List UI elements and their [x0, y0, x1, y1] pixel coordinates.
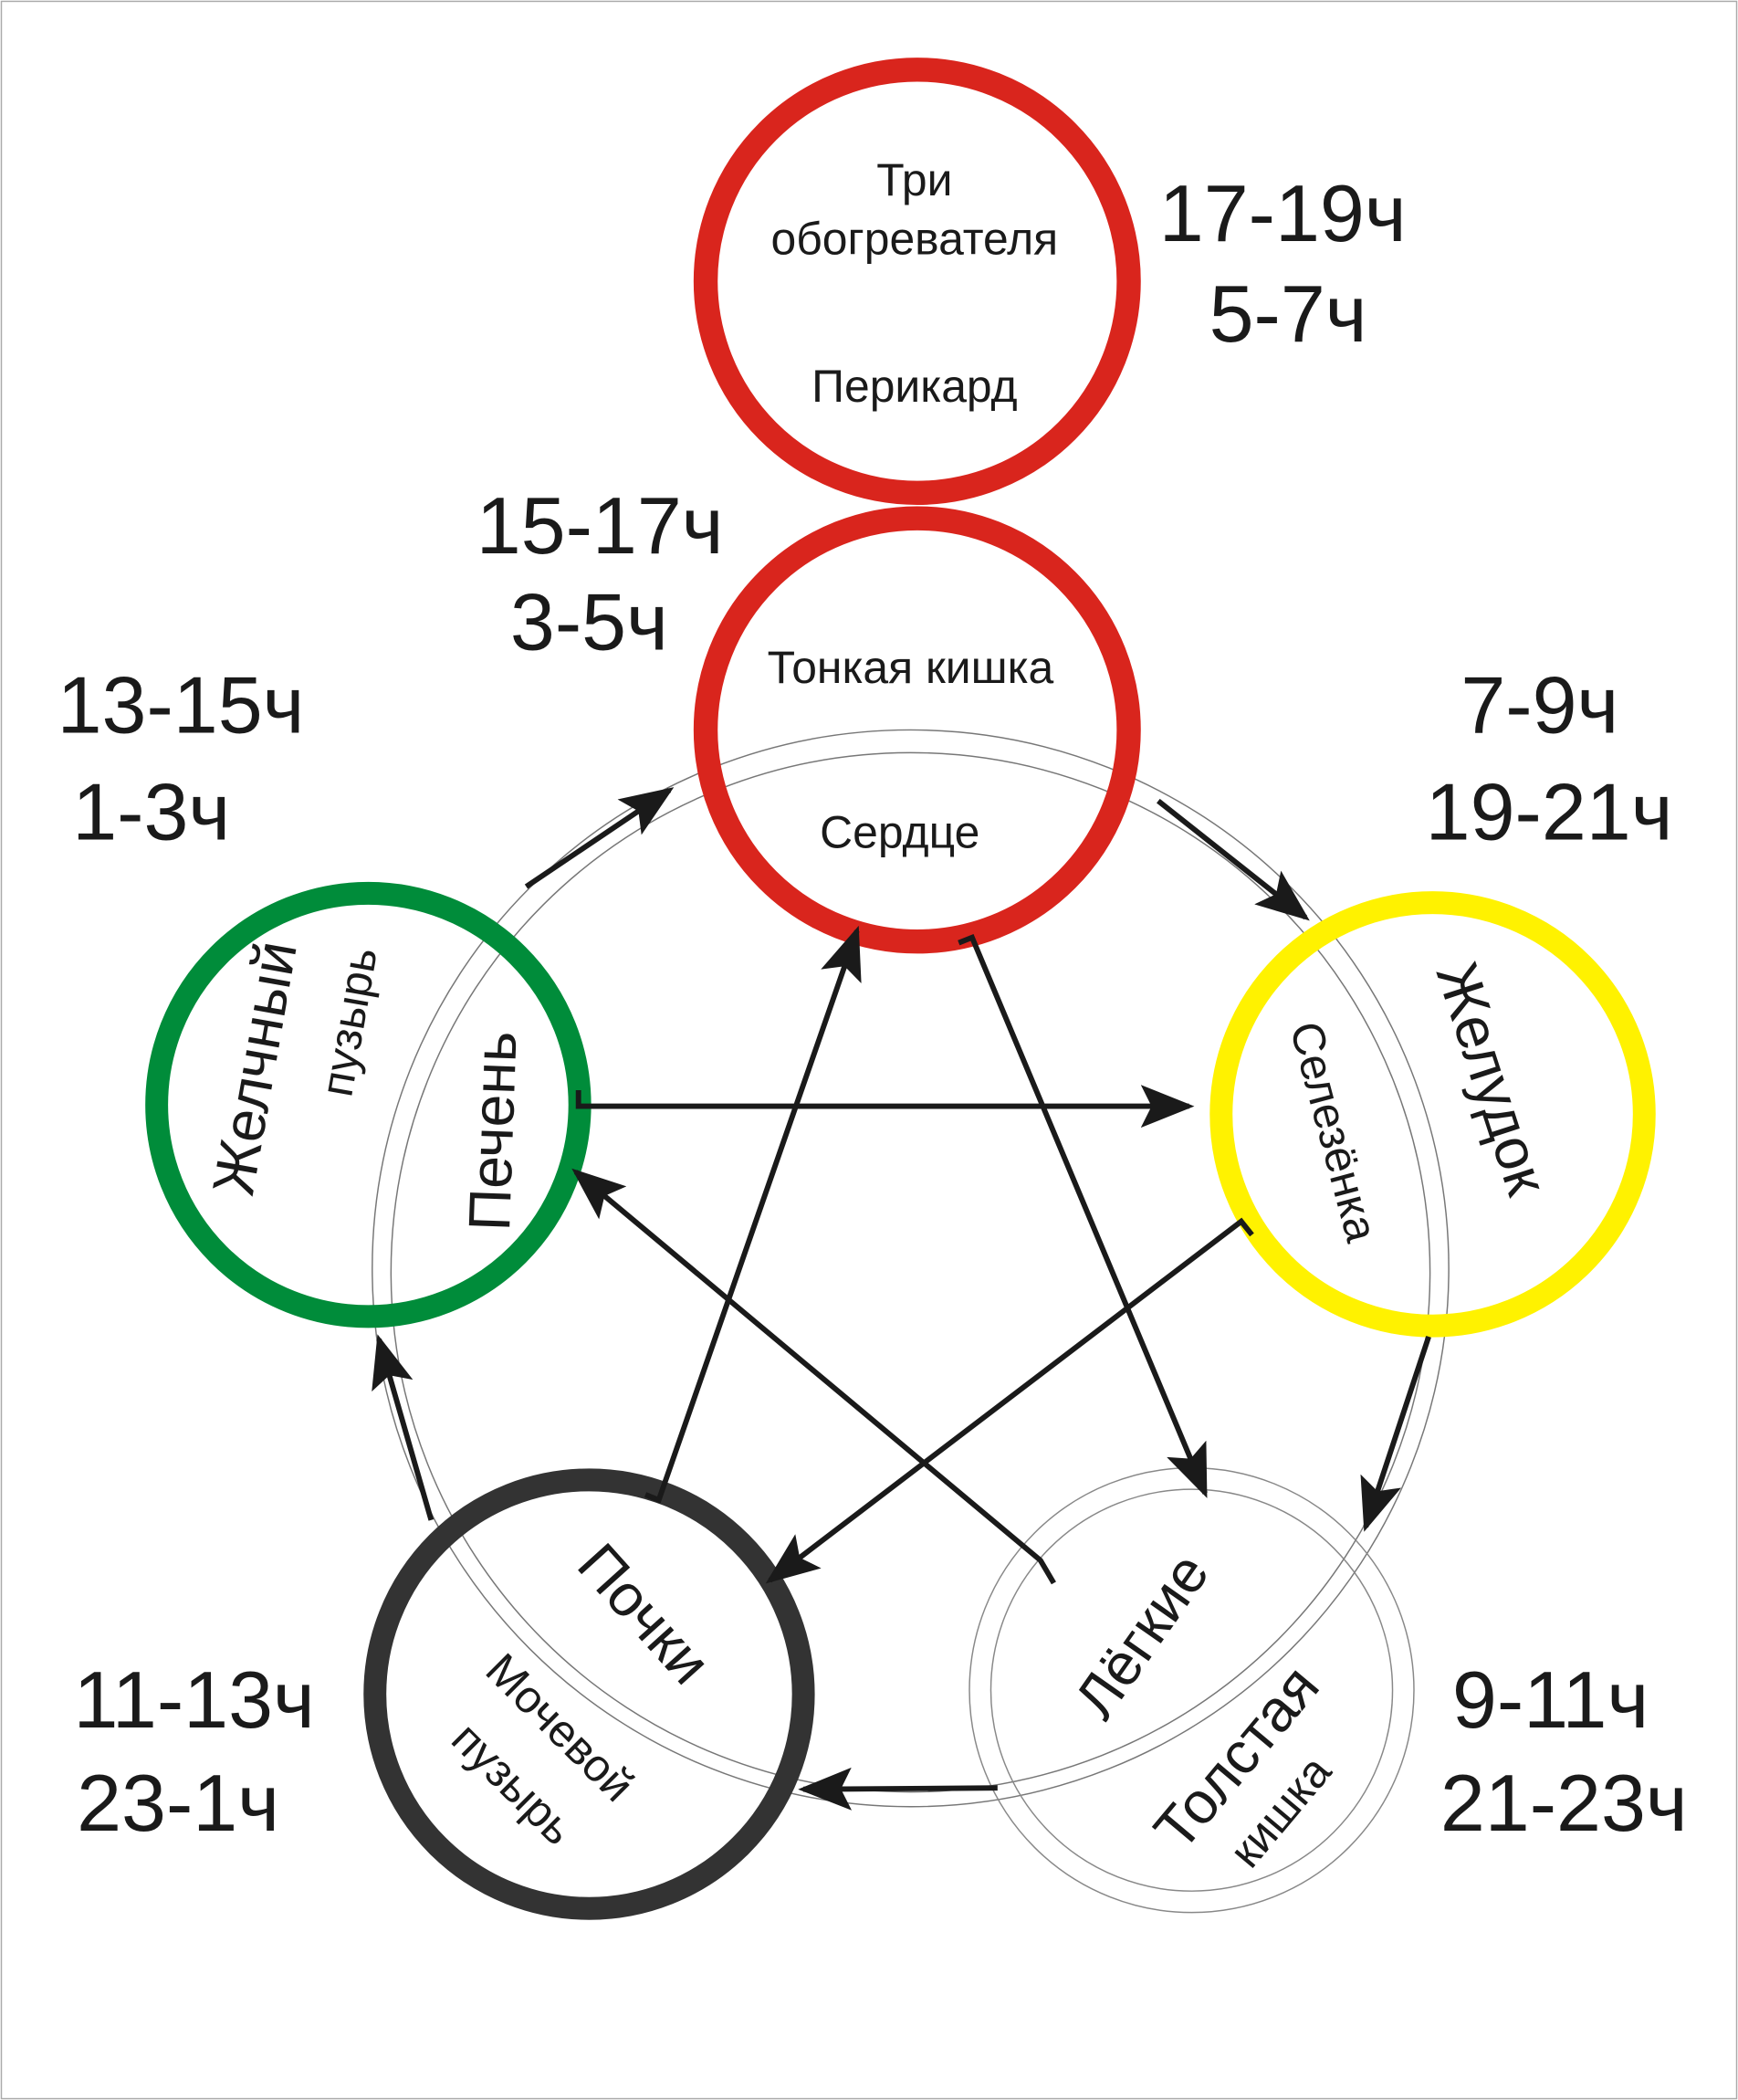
label-heart: Сердце [820, 807, 979, 858]
time-kidneys-1: 11-13ч [74, 1654, 315, 1745]
label-small-intestine: Тонкая кишка [768, 642, 1054, 693]
stomach-circle [1209, 891, 1656, 1338]
arrow-liver-to-stomach [575, 1085, 1195, 1129]
arrow-stomach-to-kidneys [765, 1217, 1254, 1584]
label-triple-heater: Три [876, 154, 952, 205]
time-triple-heater-2: 5-7ч [1209, 268, 1367, 359]
time-stomach-2: 19-21ч [1426, 767, 1673, 857]
label-liver: Печень [456, 1030, 529, 1232]
label-pericardium: Перикард [811, 361, 1017, 412]
time-liver-2: 1-3ч [72, 767, 230, 857]
time-heart-2: 3-5ч [510, 576, 668, 667]
arrow-kidneys-to-liver [372, 1334, 434, 1521]
arrow-heart-to-stomach [1157, 798, 1310, 921]
kidney-circle [363, 1468, 815, 1920]
heart-circle [693, 506, 1141, 954]
time-triple-heater-1: 17-19ч [1159, 168, 1407, 258]
time-lungs-2: 21-23ч [1440, 1758, 1688, 1848]
pericardium-circle [693, 58, 1141, 505]
time-stomach-1: 7-9ч [1461, 659, 1618, 750]
arrow-lungs-to-kidneys [798, 1767, 998, 1811]
cycle-circle-outer [372, 729, 1450, 1808]
time-liver-1: 13-15ч [58, 659, 305, 750]
time-kidneys-2: 23-1ч [77, 1758, 279, 1848]
arrow-stomach-to-lungs [1360, 1335, 1431, 1532]
cycle-circle-inner [390, 751, 1431, 1793]
time-heart-1: 15-17ч [476, 480, 724, 571]
time-lungs-1: 9-11ч [1452, 1654, 1649, 1745]
arrow-kidneys-to-heart [644, 925, 862, 1504]
arrow-liver-to-heart [524, 787, 675, 889]
label-triple-heater-2: обогревателя [771, 214, 1059, 265]
